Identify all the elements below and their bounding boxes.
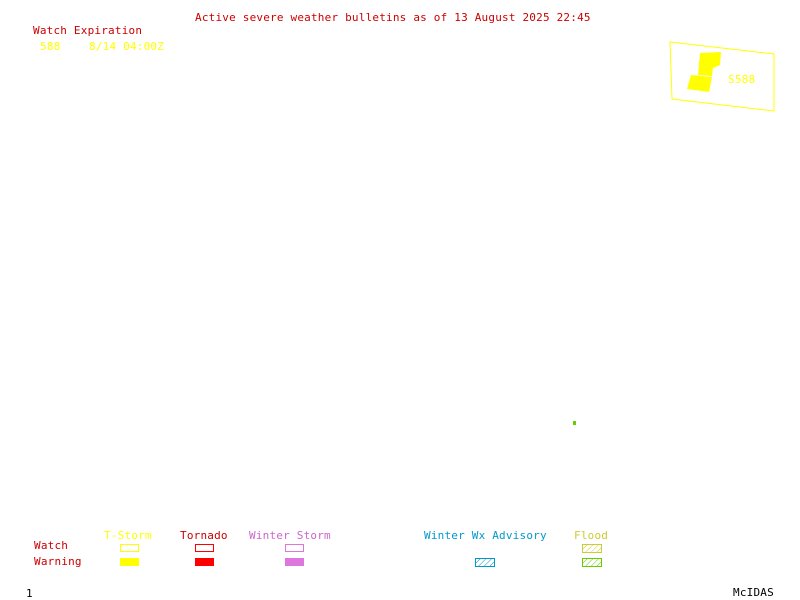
software-label: McIDAS — [733, 586, 774, 599]
legend-swatch-winter-storm-watch — [285, 544, 304, 552]
watch-box-588-outline[interactable] — [669, 41, 775, 112]
legend-row-warning: Warning — [34, 555, 82, 568]
watch-box-label[interactable]: S588 — [728, 73, 756, 86]
legend-swatch-flood-warning — [582, 558, 602, 567]
legend-label-winter-wx-advisory: Winter Wx Advisory — [424, 529, 547, 542]
watch-expiration-time: 8/14 04:00Z — [89, 40, 165, 53]
frame-number: 1 — [26, 587, 33, 600]
legend-swatch-flood-watch — [582, 544, 602, 553]
legend-swatch-tornado-warning — [195, 558, 214, 566]
watch-id: 588 — [40, 40, 61, 53]
bulletin-title: Active severe weather bulletins as of 13… — [195, 11, 591, 24]
legend-label-winter-storm: Winter Storm — [249, 529, 331, 542]
legend-label-tstorm: T-Storm — [104, 529, 152, 542]
legend-label-flood: Flood — [574, 529, 609, 542]
legend-swatch-tornado-watch — [195, 544, 214, 552]
legend-swatch-tstorm-watch — [120, 544, 139, 552]
watch-expiration-heading: Watch Expiration — [33, 24, 143, 37]
legend-swatch-winter-storm-warning — [285, 558, 304, 566]
legend-swatch-winter-wx-advisory-warning — [475, 558, 495, 567]
watch-area-fill-north — [698, 52, 721, 76]
legend-label-tornado: Tornado — [180, 529, 228, 542]
legend-row-watch: Watch — [34, 539, 69, 552]
flood-warning-marker[interactable] — [573, 421, 576, 425]
watch-area-fill-south — [687, 75, 712, 92]
legend-swatch-tstorm-warning — [120, 558, 139, 566]
